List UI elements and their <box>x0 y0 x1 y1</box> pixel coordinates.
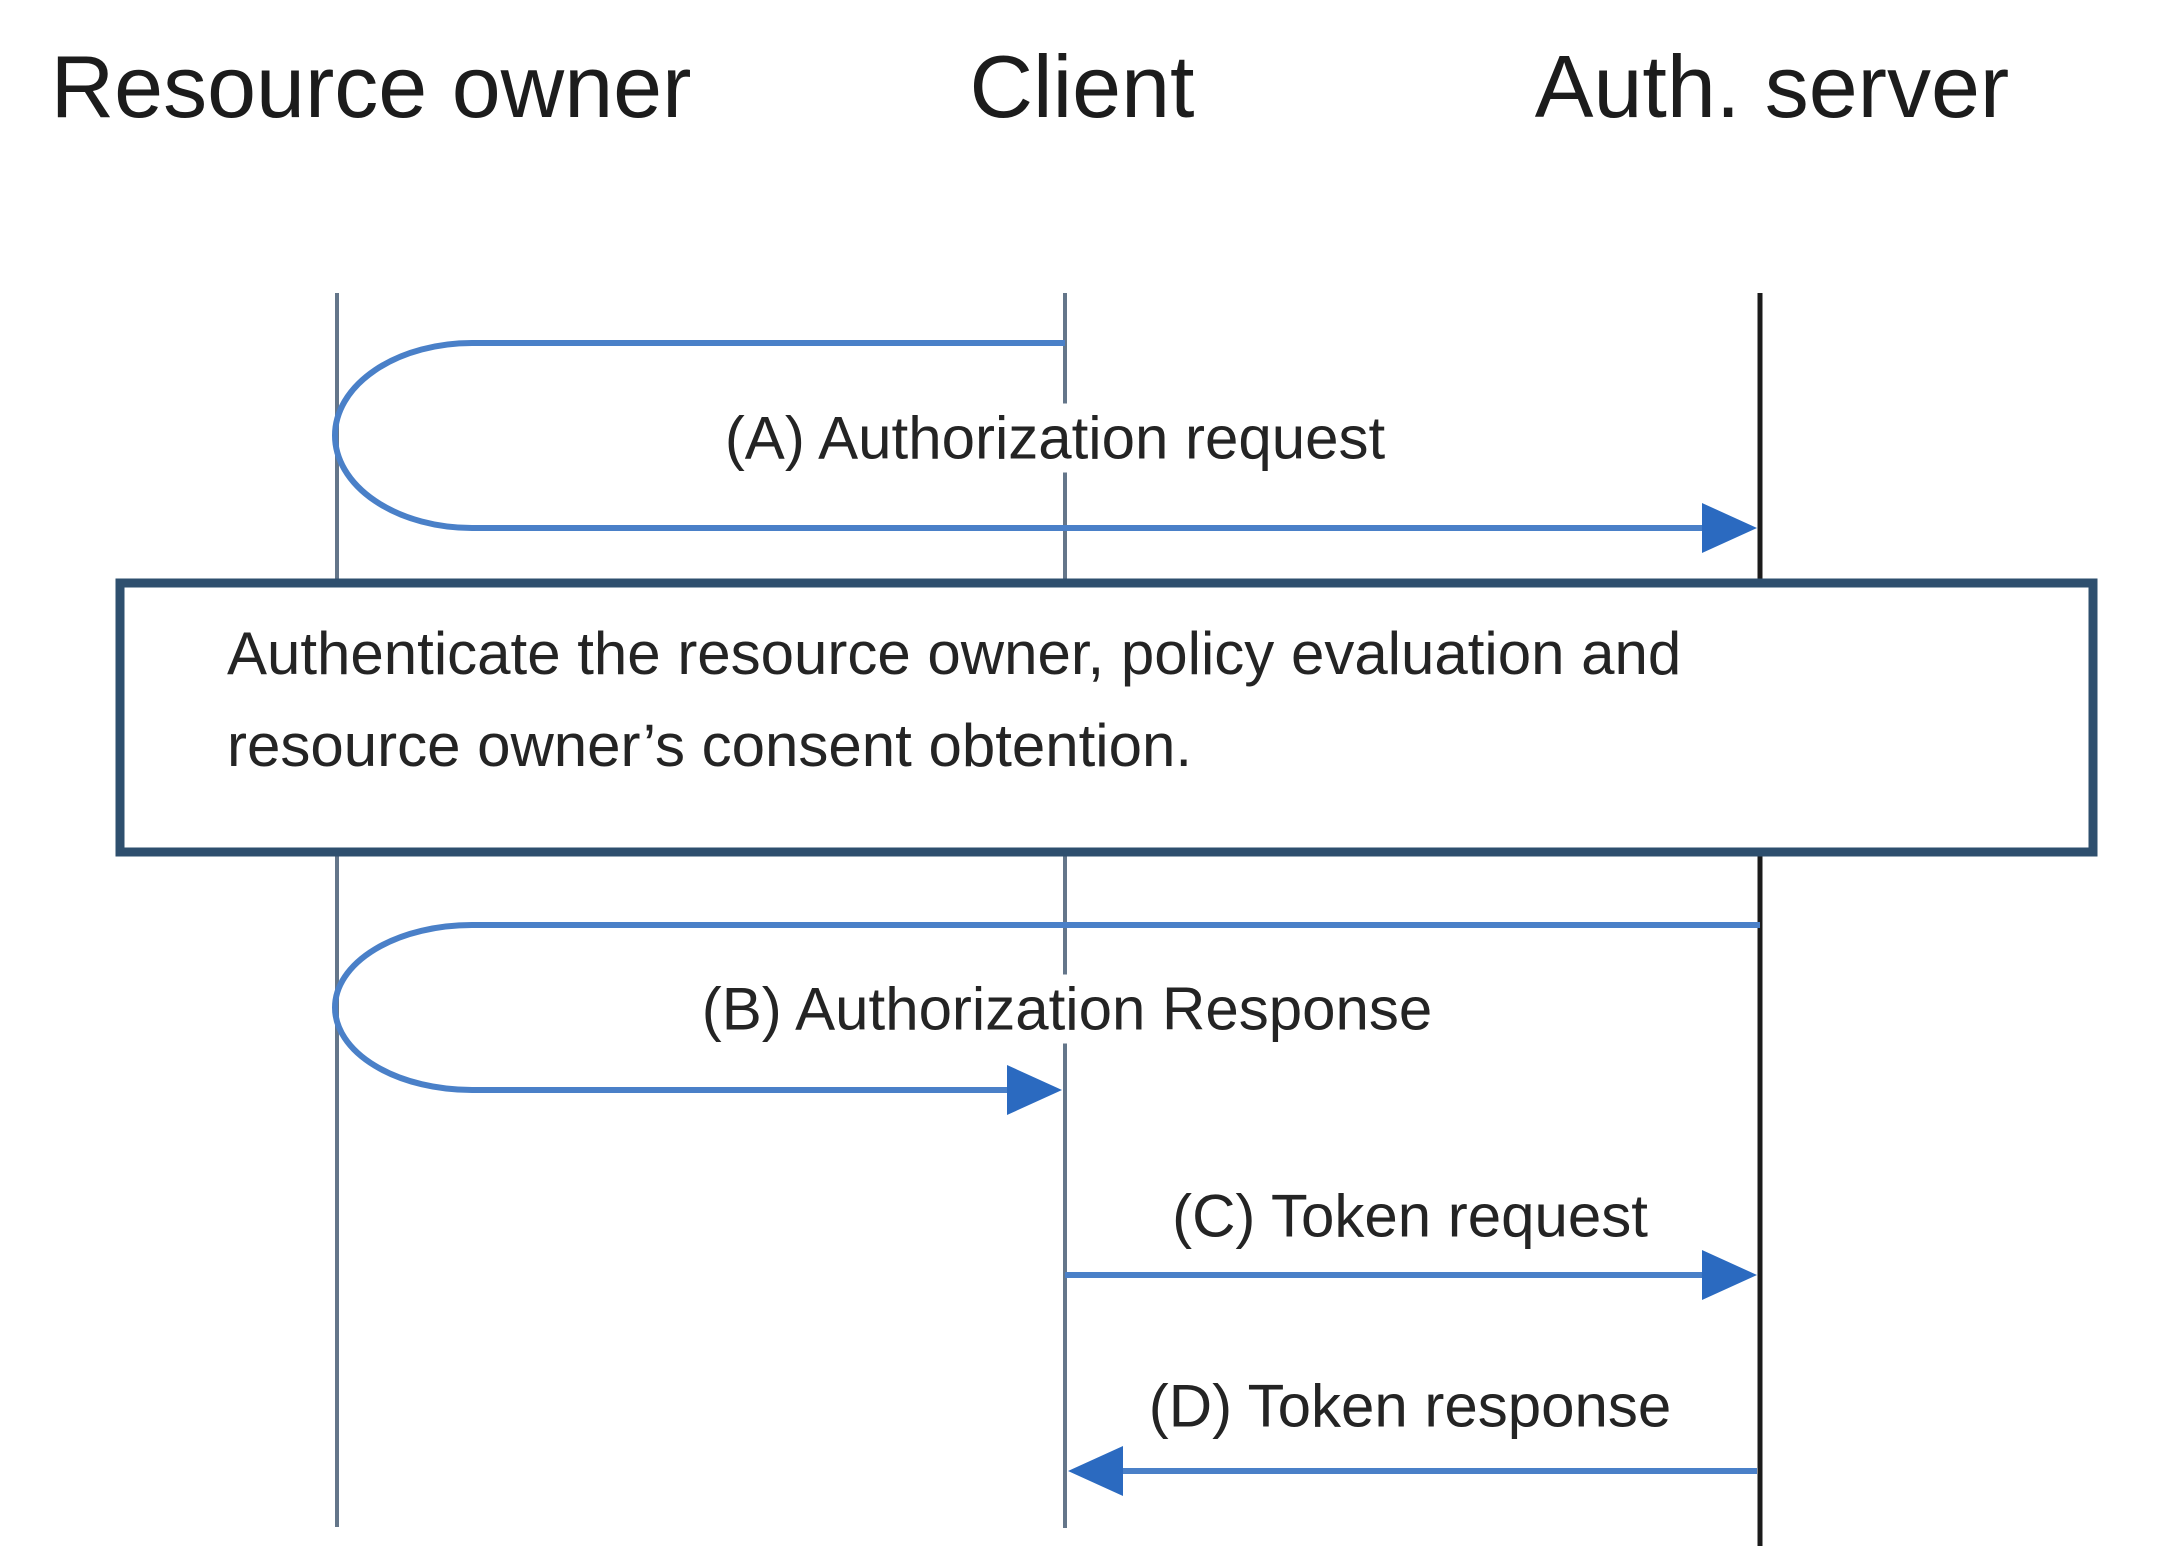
message-d-arrowhead-left <box>1068 1446 1123 1496</box>
actor-label-auth-server: Auth. server <box>1534 37 2010 136</box>
note-text: Authenticate the resource owner, policy … <box>227 608 1681 792</box>
message-c-arrowhead-right <box>1702 1250 1757 1300</box>
message-a-arrow-line <box>332 340 1704 531</box>
actor-label-resource-owner: Resource owner <box>50 37 692 136</box>
message-b-arrowhead-right <box>1007 1065 1062 1115</box>
message-d-label: (D) Token response <box>1138 1371 1682 1441</box>
message-a-arrowhead-right <box>1702 503 1757 553</box>
message-b-arrow-line <box>332 922 1760 1093</box>
message-c-label: (C) Token request <box>1162 1181 1658 1251</box>
note-box <box>115 578 2098 857</box>
note-text-line-1: Authenticate the resource owner, policy … <box>227 620 1682 687</box>
actor-label-client: Client <box>969 37 1195 136</box>
message-a-label: (A) Authorization request <box>714 403 1396 473</box>
message-b-label: (B) Authorization Response <box>691 974 1443 1044</box>
note-text-line-2: resource owner’s consent obtention. <box>227 712 1193 779</box>
